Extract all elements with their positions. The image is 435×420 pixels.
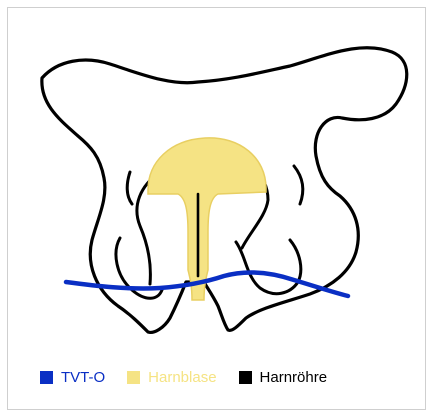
legend-label-harnblase: Harnblase (148, 369, 216, 386)
legend-swatch-harnrohre (239, 371, 252, 384)
legend-swatch-harnblase (127, 371, 140, 384)
legend-item-tvt-o: TVT-O (40, 369, 105, 386)
legend-swatch-tvt-o (40, 371, 53, 384)
legend-item-harnblase: Harnblase (127, 369, 216, 386)
legend-item-harnrohre: Harnröhre (239, 369, 328, 386)
legend: TVT-O Harnblase Harnröhre (40, 369, 327, 386)
legend-label-tvt-o: TVT-O (61, 369, 105, 386)
legend-label-harnrohre: Harnröhre (260, 369, 328, 386)
